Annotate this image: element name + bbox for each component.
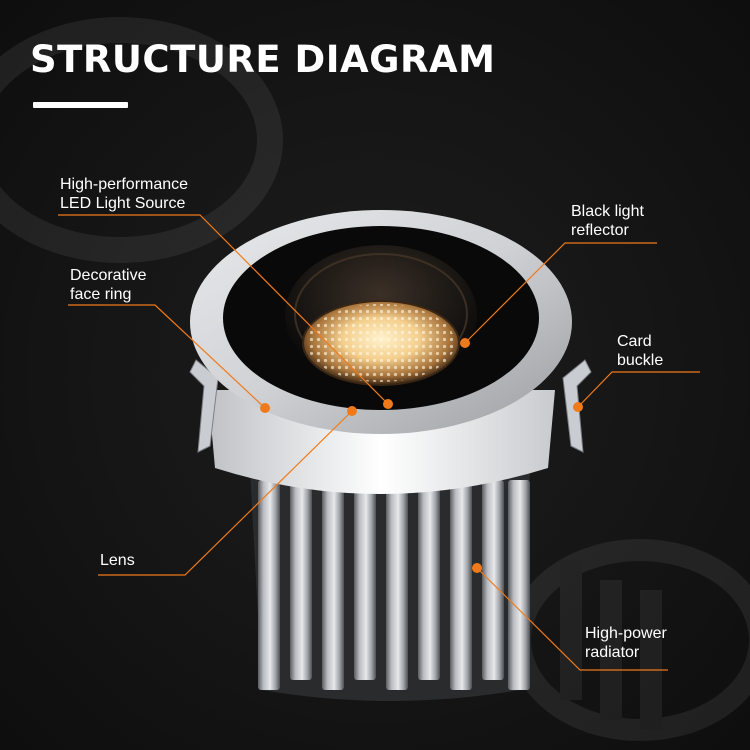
- leader-dot-face-ring: [260, 403, 270, 413]
- leader-line-reflector: [464, 242, 657, 344]
- leader-dot-lens: [347, 406, 357, 416]
- radiator-fin: [290, 480, 312, 680]
- callout-label-line: Decorative: [70, 267, 147, 284]
- leader-line-face-ring: [68, 304, 266, 409]
- radiator-fin: [418, 480, 440, 680]
- radiator-fin: [482, 480, 504, 680]
- callout-label-line: Black light: [571, 203, 644, 220]
- callout-label-line: face ring: [70, 286, 132, 303]
- callout-label-decorative-face-ring: Decorative face ring: [70, 266, 146, 304]
- callout-label-line: Lens: [100, 552, 135, 569]
- leader-line-buckle: [577, 371, 700, 408]
- leader-line-radiator: [476, 567, 668, 671]
- radiator-fin: [258, 480, 280, 690]
- leader-line-lens: [98, 410, 353, 576]
- callout-label-high-power-radiator: High-power radiator: [585, 624, 667, 662]
- leader-line-led: [58, 214, 389, 405]
- callout-label-led-light-source: High-performance LED Light Source: [60, 175, 188, 213]
- callout-label-black-light-reflector: Black light reflector: [571, 202, 644, 240]
- leader-dot-reflector: [460, 338, 470, 348]
- diagram-title: STRUCTURE DIAGRAM: [30, 38, 496, 81]
- callout-label-line: LED Light Source: [60, 195, 186, 212]
- leader-dot-buckle: [573, 402, 583, 412]
- radiator-fin: [386, 480, 408, 690]
- callout-label-line: Card: [617, 333, 652, 350]
- callout-label-line: High-performance: [60, 176, 189, 193]
- leader-dot-led: [383, 399, 393, 409]
- callout-label-line: radiator: [585, 644, 640, 661]
- callout-label-line: reflector: [571, 222, 629, 239]
- callout-label-lens: Lens: [100, 551, 135, 570]
- radiator-fin: [508, 480, 530, 690]
- callout-label-line: buckle: [617, 352, 664, 369]
- title-underline: [33, 102, 128, 108]
- callout-label-line: High-power: [585, 625, 667, 642]
- radiator-fin: [322, 480, 344, 690]
- radiator-fin: [354, 480, 376, 680]
- callout-lines: [58, 214, 700, 671]
- radiator-fin: [450, 480, 472, 690]
- radiator-fins: [250, 470, 530, 701]
- led-lens: [302, 300, 460, 386]
- leader-dot-radiator: [472, 563, 482, 573]
- callout-label-card-buckle: Card buckle: [617, 332, 663, 370]
